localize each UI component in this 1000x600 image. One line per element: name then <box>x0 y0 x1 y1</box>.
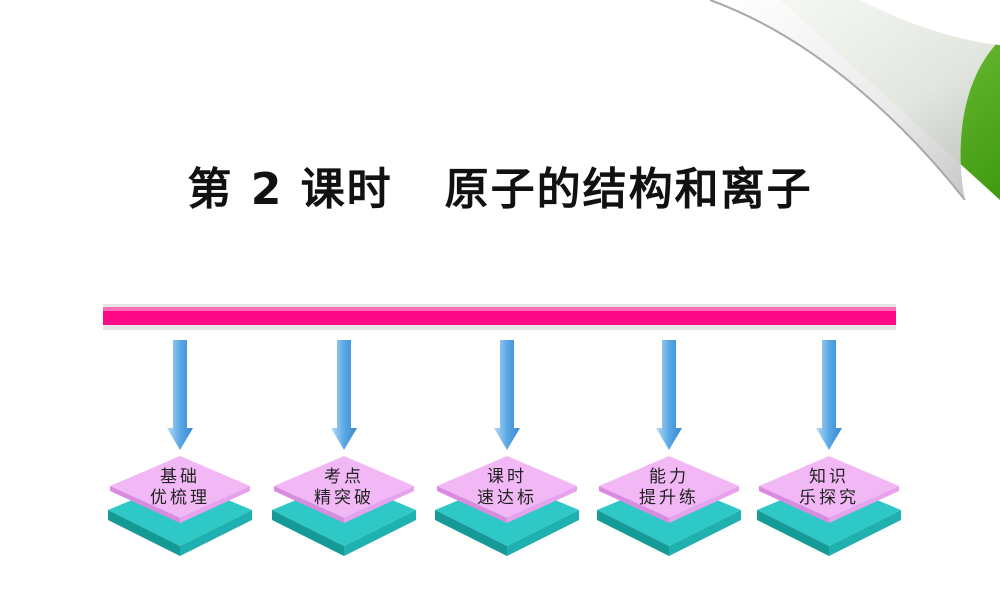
down-arrow-icon <box>597 340 741 556</box>
page-curl-decoration <box>710 0 1000 200</box>
horizontal-bar <box>103 304 896 330</box>
down-arrow-icon <box>757 340 901 556</box>
nav-label-line1: 课时 <box>487 467 527 487</box>
down-arrow-icon <box>435 340 579 556</box>
nav-label-line2: 提升练 <box>639 488 699 508</box>
nav-label-line1: 基础 <box>160 467 200 487</box>
nav-item-lesson-check[interactable]: 课时 速达标 <box>435 340 579 562</box>
nav-label-line1: 知识 <box>809 467 849 487</box>
nav-item-ability[interactable]: 能力 提升练 <box>597 340 741 562</box>
nav-label-line1: 考点 <box>324 467 364 487</box>
nav-label-line2: 优梳理 <box>150 488 210 508</box>
nav-item-key-points[interactable]: 考点 精突破 <box>272 340 416 562</box>
nav-item-basics[interactable]: 基础 优梳理 <box>108 340 252 562</box>
page-title: 第 2 课时 原子的结构和离子 <box>187 164 813 215</box>
nav-label-line1: 能力 <box>649 467 689 487</box>
down-arrow-icon <box>108 340 252 556</box>
nav-label-line2: 速达标 <box>477 488 537 508</box>
nav-label-line2: 乐探究 <box>799 488 859 508</box>
nav-label-line2: 精突破 <box>314 488 374 508</box>
nav-item-explore[interactable]: 知识 乐探究 <box>757 340 901 562</box>
down-arrow-icon <box>272 340 416 556</box>
